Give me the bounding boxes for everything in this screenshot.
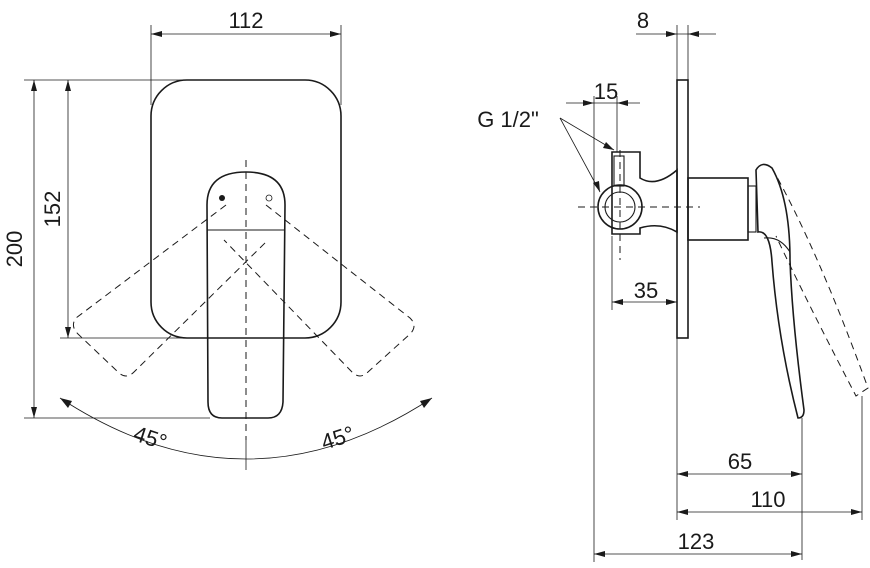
total-depth-label: 123 [678,529,715,554]
angle-right-label: 45° [318,421,357,455]
height-inner-label: 152 [40,191,65,228]
thread-callout: G 1/2" [477,107,615,193]
lever-handle [206,171,286,419]
handle-rotated-right [223,204,415,377]
dimension-height-outer: 200 [2,79,300,419]
hot-indicator-dot [219,195,225,201]
handle-rotated-label: 110 [750,487,785,512]
handle-front-label: 65 [728,449,752,474]
height-outer-label: 200 [2,231,27,268]
dimension-plate: 8 [636,8,716,80]
dimension-handle-front: 65 [676,338,803,560]
side-view: 8 15 G 1/2" [477,8,869,562]
dimension-port: 15 [566,79,640,200]
cover-plate [150,79,342,339]
angle-left-label: 45° [131,421,170,455]
dimension-height-inner: 152 [40,80,300,339]
port-offset-label: 15 [594,79,618,104]
front-view: 112 200 152 [2,8,433,470]
thread-label: G 1/2" [477,107,539,132]
spindle-housing [687,177,749,241]
valve-body [578,150,757,260]
angle-arc: 45° 45° [59,397,433,470]
lever-handle-side [755,163,869,419]
dimension-body-depth: 35 [611,236,677,310]
wall-plate-section [676,79,689,339]
dimension-width: 112 [150,8,342,105]
dimension-handle-rotated: 110 [677,396,863,520]
cold-indicator-dot [265,194,273,202]
width-label: 112 [228,8,263,33]
body-depth-label: 35 [634,278,658,303]
dimension-total-depth: 123 [593,200,802,562]
handle-rotated-left [72,204,269,377]
plate-label: 8 [637,8,649,33]
